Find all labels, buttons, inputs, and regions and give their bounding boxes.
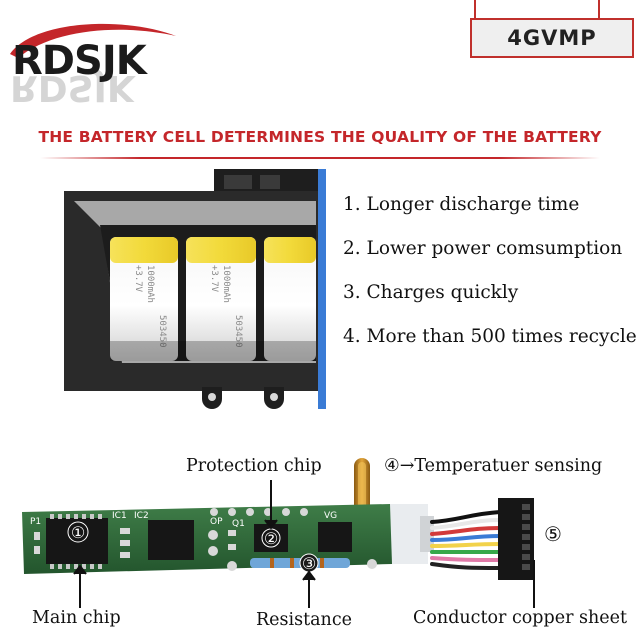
cell-row: +3.7V 1000mAh 503450 +3.7V 1000mAh 50345… bbox=[110, 237, 316, 361]
model-label: 4GVMP bbox=[507, 26, 597, 50]
svg-text:RDSJK: RDSJK bbox=[10, 67, 136, 104]
battery-cell-image: +3.7V 1000mAh 503450 +3.7V 1000mAh 50345… bbox=[64, 169, 326, 409]
silk-q1: Q1 bbox=[232, 519, 245, 529]
label-main-chip: Main chip bbox=[32, 608, 121, 628]
label-conductor-copper-sheet: Conductor copper sheet bbox=[413, 608, 627, 628]
model-badge: 4GVMP bbox=[470, 18, 634, 58]
model-box-tick-right bbox=[598, 0, 600, 18]
battery-illustration: +3.7V 1000mAh 503450 +3.7V 1000mAh 50345… bbox=[64, 165, 332, 410]
silk-vg: VG bbox=[324, 511, 337, 521]
mounting-tabs bbox=[202, 387, 284, 409]
pcb-illustration: IC1 IC2 OP Q1 VG P1 bbox=[22, 458, 535, 608]
label-temperature-sensing: ④→Temperatuer sensing bbox=[384, 456, 603, 476]
feature-4: 4. More than 500 times recycle bbox=[343, 326, 637, 347]
marker-3: ③ bbox=[302, 554, 316, 573]
marker-2: ② bbox=[264, 529, 278, 548]
label-resistance: Resistance bbox=[256, 610, 352, 630]
label-protection-chip: Protection chip bbox=[186, 456, 322, 476]
headline: THE BATTERY CELL DETERMINES THE QUALITY … bbox=[38, 128, 602, 146]
logo-text: RDSJK bbox=[12, 38, 147, 84]
headline-underline bbox=[40, 157, 600, 159]
protection-chip-2 bbox=[318, 522, 352, 552]
cell-2-code: 503450 bbox=[233, 315, 243, 348]
cell-1-code: 503450 bbox=[157, 315, 167, 348]
thermistor-icon bbox=[354, 458, 370, 514]
model-box-tick-left bbox=[474, 0, 476, 18]
silk-op: OP bbox=[210, 517, 223, 527]
cell-2-line1: +3.7V bbox=[209, 265, 219, 293]
wire-bundle bbox=[430, 510, 502, 570]
wire-connector bbox=[498, 498, 534, 580]
marker-1: ① bbox=[71, 523, 85, 542]
silk-ic1: IC1 bbox=[112, 511, 127, 521]
silk-ic2: IC2 bbox=[134, 511, 149, 521]
feature-1: 1. Longer discharge time bbox=[343, 194, 580, 215]
marker-5: ⑤ bbox=[544, 522, 562, 546]
feature-2: 2. Lower power comsumption bbox=[343, 238, 623, 259]
cell-1-line1: +3.7V bbox=[133, 265, 143, 293]
brand-logo: RDSJK RDSJK bbox=[4, 14, 204, 108]
cell-2-line2: 1000mAh bbox=[221, 265, 231, 303]
silk-p1: P1 bbox=[30, 517, 41, 527]
cell-1-line2: 1000mAh bbox=[145, 265, 155, 303]
logo-swoosh-icon: RDSJK bbox=[10, 23, 176, 108]
feature-3: 3. Charges quickly bbox=[343, 282, 519, 303]
